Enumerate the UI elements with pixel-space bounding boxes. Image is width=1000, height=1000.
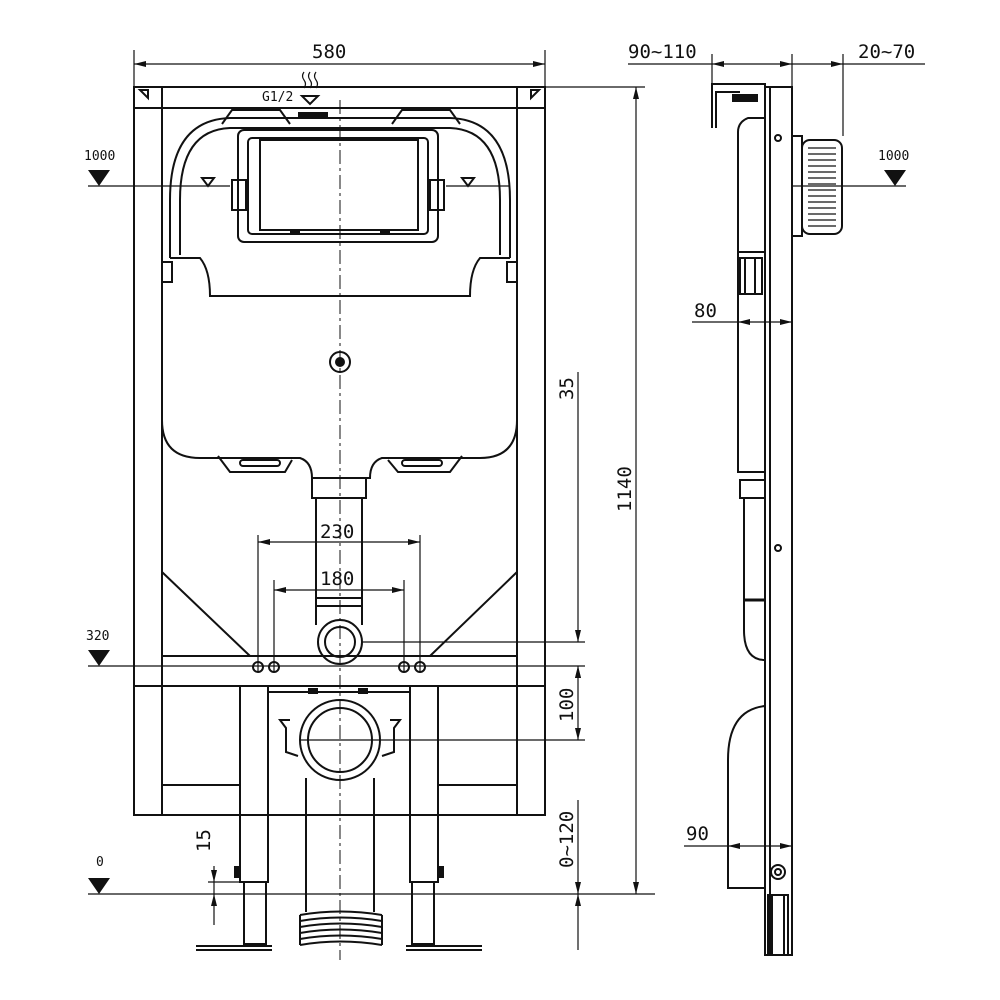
dimension-0-120-label: 0~120 bbox=[556, 811, 578, 868]
level-320: 320 bbox=[86, 629, 585, 667]
dimension-580: 580 bbox=[133, 41, 546, 90]
drain-bend bbox=[268, 688, 410, 946]
dimension-90-110-label: 90~110 bbox=[628, 41, 697, 63]
flush-plate-side bbox=[791, 135, 843, 237]
dimension-100: 100 bbox=[300, 666, 585, 741]
dimension-1140: 1140 bbox=[545, 86, 645, 894]
dimension-90-110: 90~110 bbox=[628, 41, 793, 90]
inlet-label: G1/2 bbox=[262, 90, 293, 105]
dimension-180-label: 180 bbox=[320, 568, 354, 590]
dimension-80: 80 bbox=[692, 300, 792, 325]
dimension-230: 230 bbox=[257, 521, 421, 672]
triangle-down-icon bbox=[88, 170, 110, 186]
dimension-90-label: 90 bbox=[686, 823, 709, 845]
frame bbox=[133, 86, 546, 816]
level-1000-right-label: 1000 bbox=[878, 149, 909, 164]
dimension-1140-label: 1140 bbox=[614, 466, 636, 512]
triangle-down-icon bbox=[884, 170, 906, 186]
side-frame bbox=[711, 83, 793, 956]
level-1000-left: 1000 bbox=[84, 149, 510, 188]
dimension-90: 90 bbox=[684, 823, 792, 849]
level-0-label: 0 bbox=[96, 855, 104, 870]
triangle-down-icon bbox=[88, 650, 110, 666]
legs bbox=[196, 685, 482, 951]
dimension-20-70: 20~70 bbox=[792, 41, 925, 136]
dimension-35-label: 35 bbox=[556, 377, 578, 400]
dimension-180: 180 bbox=[273, 568, 405, 672]
water-inlet-icon bbox=[299, 71, 321, 106]
triangle-down-icon bbox=[88, 878, 110, 894]
dimension-20-70-label: 20~70 bbox=[858, 41, 915, 63]
level-1000-right: 1000 bbox=[792, 149, 909, 187]
level-1000-left-label: 1000 bbox=[84, 149, 115, 164]
level-0: 0 bbox=[88, 855, 655, 895]
dimension-100-label: 100 bbox=[556, 688, 578, 722]
dimension-15: 15 bbox=[193, 829, 244, 925]
dimension-0-120: 0~120 bbox=[556, 800, 581, 950]
dimension-80-label: 80 bbox=[694, 300, 717, 322]
inlet: G1/2 bbox=[262, 71, 321, 106]
dimension-15-label: 15 bbox=[193, 829, 215, 852]
dimension-35: 35 bbox=[362, 372, 585, 678]
front-view: 580 bbox=[84, 41, 655, 960]
side-view: 90~110 20~70 bbox=[628, 41, 925, 956]
dimension-580-label: 580 bbox=[312, 41, 346, 63]
dimension-230-label: 230 bbox=[320, 521, 354, 543]
level-320-label: 320 bbox=[86, 629, 109, 644]
